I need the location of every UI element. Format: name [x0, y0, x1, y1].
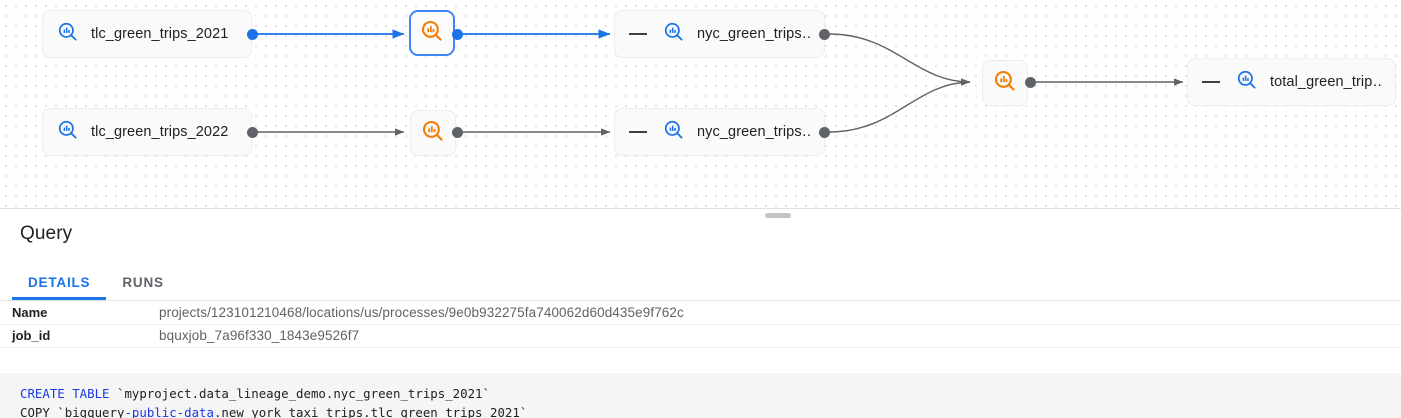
node-tlc-green-trips-2022[interactable]: tlc_green_trips_2022 — [42, 108, 252, 156]
node-process-top-selected[interactable] — [409, 10, 455, 56]
magnifier-chart-icon — [57, 119, 79, 146]
table-row: job_id bquxjob_7a96f330_1843e9526f7 — [0, 325, 1401, 348]
sql-line2-rest: .new_york_taxi_trips.tlc_green_trips_202… — [213, 405, 528, 418]
magnifier-chart-icon — [663, 119, 685, 146]
port-out-process-join[interactable] — [1025, 77, 1036, 88]
tab-runs[interactable]: RUNS — [122, 275, 164, 290]
panel-resize-handle[interactable] — [765, 213, 791, 218]
sql-line1-rest: `myproject.data_lineage_demo.nyc_green_t… — [109, 386, 490, 401]
collapse-dash-icon[interactable] — [1202, 81, 1220, 83]
tab-bar: DETAILS RUNS — [0, 265, 1401, 301]
table-row: Name projects/123101210468/locations/us/… — [0, 301, 1401, 325]
node-nyc-green-trips-top[interactable]: nyc_green_trips… — [614, 10, 825, 58]
port-out-tlc2022[interactable] — [247, 127, 258, 138]
magnifier-chart-icon — [663, 21, 685, 48]
edge-nyc-top-to-join — [828, 33, 971, 86]
node-total-green-trips[interactable]: total_green_trip… — [1187, 58, 1396, 106]
magnifier-chart-icon-orange — [993, 69, 1017, 98]
port-out-nyc-top[interactable] — [819, 29, 830, 40]
node-process-join[interactable] — [982, 60, 1028, 106]
details-panel: Query DETAILS RUNS Name projects/1231012… — [0, 208, 1401, 418]
sql-code-block: CREATE TABLE `myproject.data_lineage_dem… — [0, 373, 1401, 418]
field-value: bquxjob_7a96f330_1843e9526f7 — [159, 328, 360, 344]
field-value: projects/123101210468/locations/us/proce… — [159, 304, 684, 320]
sql-line2-prefix: COPY `bigquery — [20, 405, 125, 418]
field-key: Name — [12, 304, 48, 320]
sql-keyword-public-data: -public-data — [124, 405, 214, 418]
node-process-bottom[interactable] — [410, 110, 456, 156]
node-label: tlc_green_trips_2021 — [91, 26, 229, 42]
magnifier-chart-icon-orange — [420, 19, 444, 48]
magnifier-chart-icon-orange — [421, 119, 445, 148]
node-label: tlc_green_trips_2022 — [91, 124, 229, 140]
collapse-dash-icon[interactable] — [629, 33, 647, 35]
magnifier-chart-icon — [1236, 69, 1258, 96]
collapse-dash-icon[interactable] — [629, 131, 647, 133]
magnifier-chart-icon — [57, 21, 79, 48]
node-label: nyc_green_trips… — [697, 124, 810, 140]
node-nyc-green-trips-bottom[interactable]: nyc_green_trips… — [614, 108, 825, 156]
node-label: nyc_green_trips… — [697, 26, 810, 42]
port-out-nyc-bottom[interactable] — [819, 127, 830, 138]
edge-nyc-bot-to-join — [828, 78, 971, 133]
lineage-graph-canvas[interactable]: tlc_green_trips_2021 nyc_gr — [0, 0, 1401, 208]
details-key-value-table: Name projects/123101210468/locations/us/… — [0, 301, 1401, 348]
sql-keyword-create-table: CREATE TABLE — [20, 386, 110, 401]
port-out-process-top[interactable] — [452, 29, 463, 40]
port-out-process-bottom[interactable] — [452, 127, 463, 138]
field-key: job_id — [12, 328, 51, 344]
port-out-tlc2021[interactable] — [247, 29, 258, 40]
node-tlc-green-trips-2021[interactable]: tlc_green_trips_2021 — [42, 10, 252, 58]
page-title: Query — [20, 223, 73, 244]
tab-details[interactable]: DETAILS — [12, 265, 107, 300]
node-label: total_green_trip… — [1270, 74, 1381, 90]
